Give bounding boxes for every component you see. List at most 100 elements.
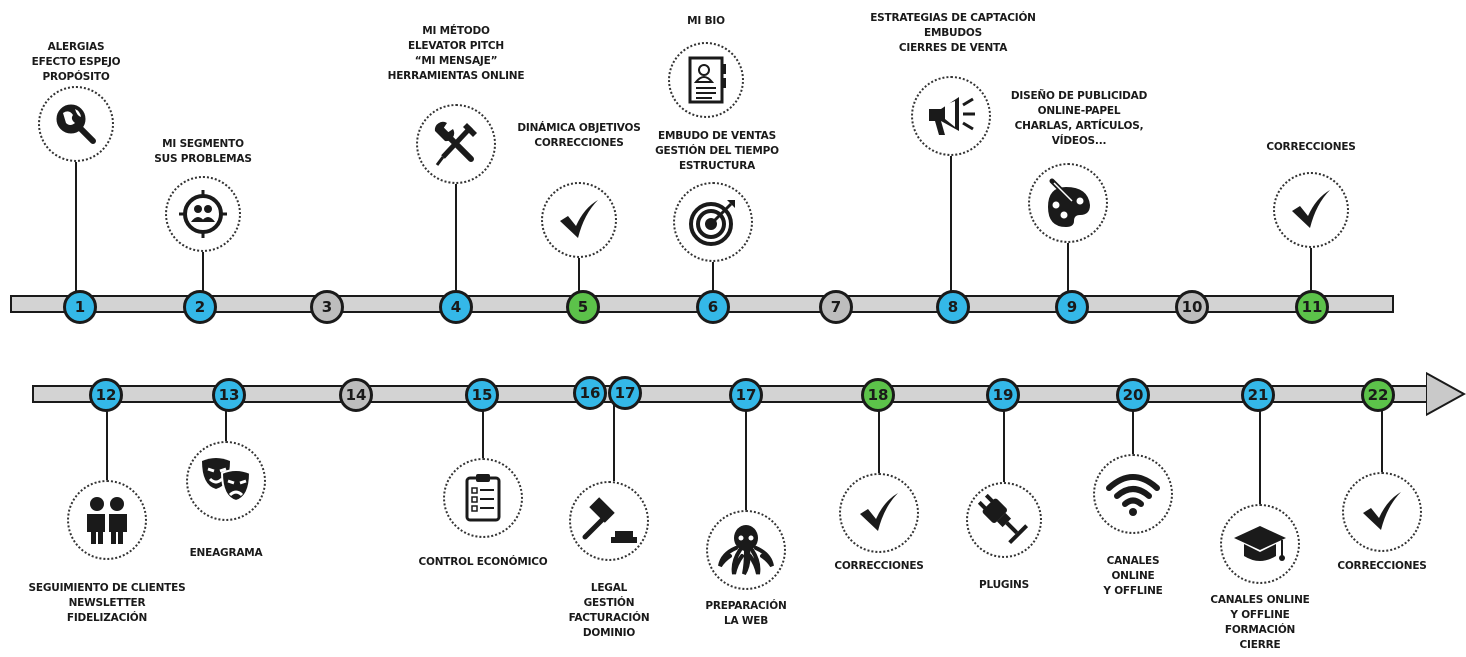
theater-masks-icon (198, 455, 254, 507)
step-node-11: 11 (1295, 290, 1329, 324)
step-4-label-line: “MI MENSAJE” (414, 55, 498, 67)
step-17-icon-circle (569, 481, 649, 561)
checkmark-icon (1359, 489, 1405, 535)
timeline-arrowhead (1426, 371, 1466, 417)
step-23-connector (1381, 395, 1383, 472)
target-icon (687, 196, 739, 248)
step-11-icon-circle (1273, 172, 1349, 248)
step-node-23: 22 (1361, 378, 1395, 412)
bio-document-icon (684, 54, 728, 106)
step-15-label: CONTROL ECONÓMICO (383, 555, 583, 570)
step-11-connector (1310, 248, 1312, 307)
step-node-22: 21 (1241, 378, 1275, 412)
step-15-connector (482, 395, 484, 458)
step-1-label-line: ALERGIAS (47, 41, 105, 53)
step-2-label-line: SUS PROBLEMAS (154, 153, 252, 165)
step-6-icon-circle (673, 182, 753, 262)
step-12-label-line: SEGUIMIENTO DE CLIENTES (28, 582, 186, 594)
checkmark-icon (556, 197, 602, 243)
step-17-label-line: FACTURACIÓN (568, 612, 650, 624)
step-6-label: EMBUDO DE VENTAS GESTIÓN DEL TIEMPO ESTRUC… (617, 129, 817, 174)
step-18-label-line: LA WEB (723, 615, 769, 627)
step-6-top-label-line: MI BIO (687, 15, 725, 27)
step-20-label: PLUGINS (904, 578, 1104, 593)
step-21-icon-circle (1093, 454, 1173, 534)
step-13-icon-circle (186, 441, 266, 521)
step-2-label-line: MI SEGMENTO (162, 138, 244, 150)
step-22-connector (1259, 395, 1261, 504)
step-node-6: 6 (696, 290, 730, 324)
target-audience-icon (177, 188, 229, 240)
step-node-15: 15 (465, 378, 499, 412)
step-13-label-line: ENEAGRAMA (189, 547, 263, 559)
step-13-label: ENEAGRAMA (126, 546, 326, 561)
step-node-2: 2 (183, 290, 217, 324)
step-12-label-line: NEWSLETTER (68, 597, 146, 609)
step-1-label-line: EFECTO ESPEJO (31, 56, 121, 68)
clipboard-icon (463, 472, 503, 524)
step-6-label-line: GESTIÓN DEL TIEMPO (655, 145, 779, 157)
step-18-label-line: PREPARACIÓN (705, 600, 787, 612)
step-node-4: 4 (439, 290, 473, 324)
step-6-top-icon-circle (668, 42, 744, 118)
gavel-icon (581, 495, 637, 547)
step-4-label-line: HERRAMIENTAS ONLINE (387, 70, 525, 82)
step-15-label-line: CONTROL ECONÓMICO (418, 556, 548, 568)
step-node-21: 20 (1116, 378, 1150, 412)
step-18-icon-circle (706, 510, 786, 590)
step-20-connector (1003, 395, 1005, 482)
step-19-label: CORRECCIONES (779, 559, 979, 574)
step-5-label-line: DINÁMICA OBJETIVOS (517, 122, 641, 134)
step-8-icon-circle (911, 76, 991, 156)
step-18-connector (745, 395, 747, 510)
step-22-label-line: FORMACIÓN (1224, 624, 1296, 636)
step-1-label: ALERGIAS EFECTO ESPEJO PROPÓSITO (0, 40, 176, 85)
step-11-label-line: CORRECCIONES (1266, 141, 1356, 153)
step-node-13: 13 (212, 378, 246, 412)
step-5-connector (578, 258, 580, 307)
step-4-connector (455, 184, 457, 307)
step-node-19: 18 (861, 378, 895, 412)
step-node-7: 7 (819, 290, 853, 324)
step-21-connector (1132, 395, 1134, 454)
step-8-label: ESTRATEGIAS DE CAPTACIÓN EMBUDOS CIERRES D… (853, 11, 1053, 56)
wifi-icon (1105, 470, 1161, 518)
step-8-label-line: CIERRES DE VENTA (898, 42, 1008, 54)
step-23-icon-circle (1342, 472, 1422, 552)
step-11-label: CORRECCIONES (1211, 140, 1411, 155)
step-5-label-line: CORRECCIONES (534, 137, 624, 149)
step-18-label: PREPARACIÓN LA WEB (646, 599, 846, 629)
step-6-top-label: MI BIO (606, 14, 806, 29)
step-9-label-line: VÍDEOS... (1051, 135, 1107, 147)
step-20-icon-circle (966, 482, 1042, 558)
step-1-label-line: PROPÓSITO (42, 71, 110, 83)
step-6-label-line: EMBUDO DE VENTAS (658, 130, 776, 142)
step-19-connector (878, 395, 880, 473)
step-1-icon-circle (38, 86, 114, 162)
step-17-label-line: GESTIÓN (583, 597, 635, 609)
checkmark-icon (856, 490, 902, 536)
step-5-icon-circle (541, 182, 617, 258)
step-2-icon-circle (165, 176, 241, 252)
step-8-label-line: ESTRATEGIAS DE CAPTACIÓN (870, 12, 1036, 24)
step-node-10: 10 (1175, 290, 1209, 324)
step-8-label-line: EMBUDOS (924, 27, 982, 39)
step-6-label-line: ESTRUCTURA (678, 160, 756, 172)
step-19-icon-circle (839, 473, 919, 553)
step-node-20: 19 (986, 378, 1020, 412)
step-17-label-line: LEGAL (590, 582, 628, 594)
step-node-1: 1 (63, 290, 97, 324)
step-9-label-line: CHARLAS, ARTÍCULOS, (1014, 120, 1144, 132)
step-node-16: 16 (573, 376, 607, 410)
step-17-label-line: DOMINIO (582, 627, 636, 639)
step-22-label-line: CIERRE (1239, 639, 1281, 651)
step-4-icon-circle (416, 104, 496, 184)
step-20-label-line: PLUGINS (978, 579, 1029, 591)
step-node-17: 17 (608, 376, 642, 410)
step-13-connector (225, 395, 227, 441)
step-6-connector (712, 262, 714, 307)
